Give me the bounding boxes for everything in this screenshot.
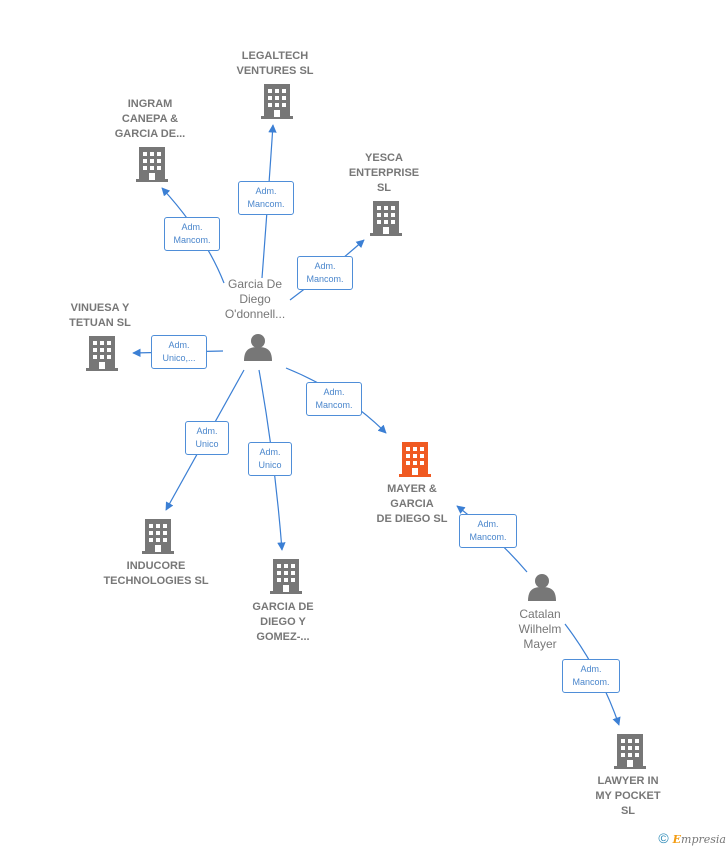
node-label-lawyer[interactable]: LAWYER IN MY POCKET SL	[595, 775, 661, 817]
edge-label-line2: Unico	[258, 460, 282, 470]
edge-label-line1: Adm.	[580, 664, 602, 674]
person-icon-garcia[interactable]	[244, 334, 272, 361]
edge-label-ingram: Adm. Mancom.	[164, 217, 220, 251]
node-label-catalan-person[interactable]: Catalan Wilhelm Mayer	[518, 607, 562, 651]
edge-label-vinuesa: Adm. Unico,...	[151, 335, 207, 369]
edge-label-mayer1: Adm. Mancom.	[306, 382, 362, 416]
building-icon-ingram[interactable]	[136, 147, 168, 182]
person-icon-catalan[interactable]	[528, 574, 556, 601]
edge-label-line1: Adm.	[323, 387, 345, 397]
edge-label-line2: Mancom.	[173, 235, 211, 245]
edge-label-line1: Adm.	[196, 426, 218, 436]
edge-label-line2: Unico	[195, 439, 219, 449]
edge-label-line2: Mancom.	[469, 532, 507, 542]
building-icon-mayer[interactable]	[399, 442, 431, 477]
edge-label-yesca: Adm. Mancom.	[297, 256, 353, 290]
node-label-ingram[interactable]: INGRAM CANEPA & GARCIA DE...	[114, 98, 186, 140]
empresia-watermark: ©Empresia	[658, 830, 726, 846]
edge-label-garcia-gomez: Adm. Unico	[248, 442, 292, 476]
edge-label-inducore: Adm. Unico	[185, 421, 229, 455]
building-icon-yesca[interactable]	[370, 201, 402, 236]
node-label-garcia-gomez[interactable]: GARCIA DE DIEGO Y GOMEZ-...	[252, 601, 314, 643]
edge-label-line2: Mancom.	[306, 274, 344, 284]
building-icon-lawyer[interactable]	[614, 734, 646, 769]
edge-label-mayer2: Adm. Mancom.	[459, 514, 517, 548]
edge-label-line1: Adm.	[181, 222, 203, 232]
edge-label-line2: Mancom.	[315, 400, 353, 410]
edge-label-lawyer: Adm. Mancom.	[562, 659, 620, 693]
edge-label-legaltech: Adm. Mancom.	[238, 181, 294, 215]
edge-label-line2: Mancom.	[572, 677, 610, 687]
edge-label-line1: Adm.	[255, 186, 277, 196]
copyright-icon: ©	[658, 830, 669, 846]
node-label-inducore[interactable]: INDUCORE TECHNOLOGIES SL	[103, 560, 209, 587]
brand-name: mpresia	[681, 833, 726, 846]
edge-label-line1: Adm.	[259, 447, 281, 457]
building-icon-legaltech[interactable]	[261, 84, 293, 119]
node-label-vinuesa[interactable]: VINUESA Y TETUAN SL	[69, 302, 131, 329]
building-icon-inducore[interactable]	[142, 519, 174, 554]
edge-label-line1: Adm.	[314, 261, 336, 271]
brand-initial: E	[672, 833, 682, 846]
node-label-garcia-person[interactable]: Garcia De Diego O'donnell...	[224, 277, 286, 321]
node-label-yesca[interactable]: YESCA ENTERPRISE SL	[348, 152, 420, 194]
node-label-legaltech[interactable]: LEGALTECH VENTURES SL	[236, 50, 314, 77]
edge-label-line1: Adm.	[477, 519, 499, 529]
building-icon-garcia-gomez[interactable]	[270, 559, 302, 594]
edge-label-line2: Unico,...	[162, 353, 196, 363]
edge-label-line2: Mancom.	[247, 199, 285, 209]
node-label-mayer[interactable]: MAYER & GARCIA DE DIEGO SL	[376, 483, 448, 525]
building-icon-vinuesa[interactable]	[86, 336, 118, 371]
edge-label-line1: Adm.	[168, 340, 190, 350]
